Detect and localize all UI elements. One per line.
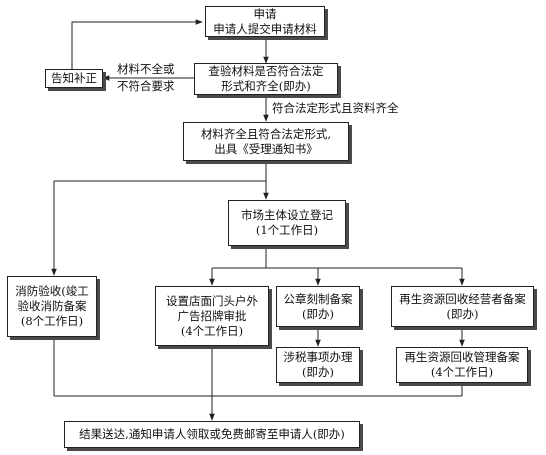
- node-issue-notice-line-1: 材料齐全且符合法定形式,: [200, 126, 332, 141]
- node-check-line-1: 查验材料是否符合法定: [208, 64, 324, 78]
- node-outdoor-sign-line-2: 广告招牌审批: [177, 308, 247, 323]
- node-fire-acceptance-line-1: 消防验收(竣工: [15, 284, 89, 298]
- node-result-delivery: 结果送达,通知申请人领取或免费邮寄至申请人(即办): [64, 421, 360, 448]
- node-outdoor-sign-line-1: 设置店面门头户外: [166, 293, 258, 308]
- node-fire-acceptance: 消防验收(竣工 验收消防备案 (8个工作日): [7, 276, 97, 337]
- node-recycle-operator: 再生资源回收经营者备案 (即办): [391, 286, 534, 327]
- node-apply-line-1: 申请: [253, 6, 277, 21]
- node-tax-matters-line-1: 涉税事项办理: [283, 350, 353, 364]
- edge-issue-to-fire: [51, 180, 266, 276]
- node-issue-notice-line-2: 出具《受理通知书》: [214, 141, 318, 156]
- node-recycle-operator-line-2: (即办): [446, 306, 479, 321]
- node-market-registration: 市场主体设立登记 (1个工作日): [228, 200, 346, 246]
- node-recycle-management-line-2: (4个工作日): [430, 365, 494, 379]
- node-seal-record-line-2: (即办): [302, 306, 334, 321]
- node-apply-line-2: 申请人提交申请材料: [213, 21, 317, 36]
- node-recycle-management: 再生资源回收管理备案 (4个工作日): [396, 347, 528, 383]
- node-check-line-2: 形式和齐全(即办): [221, 79, 311, 93]
- node-recycle-operator-line-1: 再生资源回收经营者备案: [399, 291, 526, 306]
- node-result-delivery-label: 结果送达,通知申请人领取或免费邮寄至申请人(即办): [79, 427, 345, 441]
- node-tax-matters-line-2: (即办): [302, 365, 334, 379]
- node-market-registration-line-1: 市场主体设立登记: [241, 208, 333, 222]
- node-seal-record: 公章刻制备案 (即办): [276, 286, 360, 327]
- node-fire-acceptance-line-2: 验收消防备案: [17, 299, 87, 313]
- node-tax-matters: 涉税事项办理 (即办): [276, 347, 360, 383]
- node-market-registration-line-2: (1个工作日): [255, 223, 319, 237]
- node-fire-acceptance-line-3: (8个工作日): [20, 314, 84, 328]
- edge-label-complete: 符合法定形式且资料齐全: [272, 101, 399, 115]
- node-issue-notice: 材料齐全且符合法定形式, 出具《受理通知书》: [183, 122, 349, 161]
- edge-notify-to-apply: [71, 19, 203, 69]
- edge-label-incomplete-line-1: 材料不全或: [117, 62, 175, 76]
- node-apply: 申请 申请人提交申请材料: [205, 6, 325, 37]
- node-notify-correct-label: 告知补正: [51, 71, 97, 85]
- node-seal-record-line-1: 公章刻制备案: [283, 291, 353, 306]
- node-recycle-management-line-1: 再生资源回收管理备案: [404, 350, 520, 364]
- node-check: 查验材料是否符合法定 形式和齐全(即办): [194, 63, 338, 95]
- edge-label-incomplete-line-2: 不符合要求: [117, 79, 175, 93]
- node-outdoor-sign-line-3: (4个工作日): [180, 323, 244, 338]
- node-notify-correct: 告知补正: [45, 69, 103, 88]
- node-outdoor-sign: 设置店面门头户外 广告招牌审批 (4个工作日): [155, 286, 269, 346]
